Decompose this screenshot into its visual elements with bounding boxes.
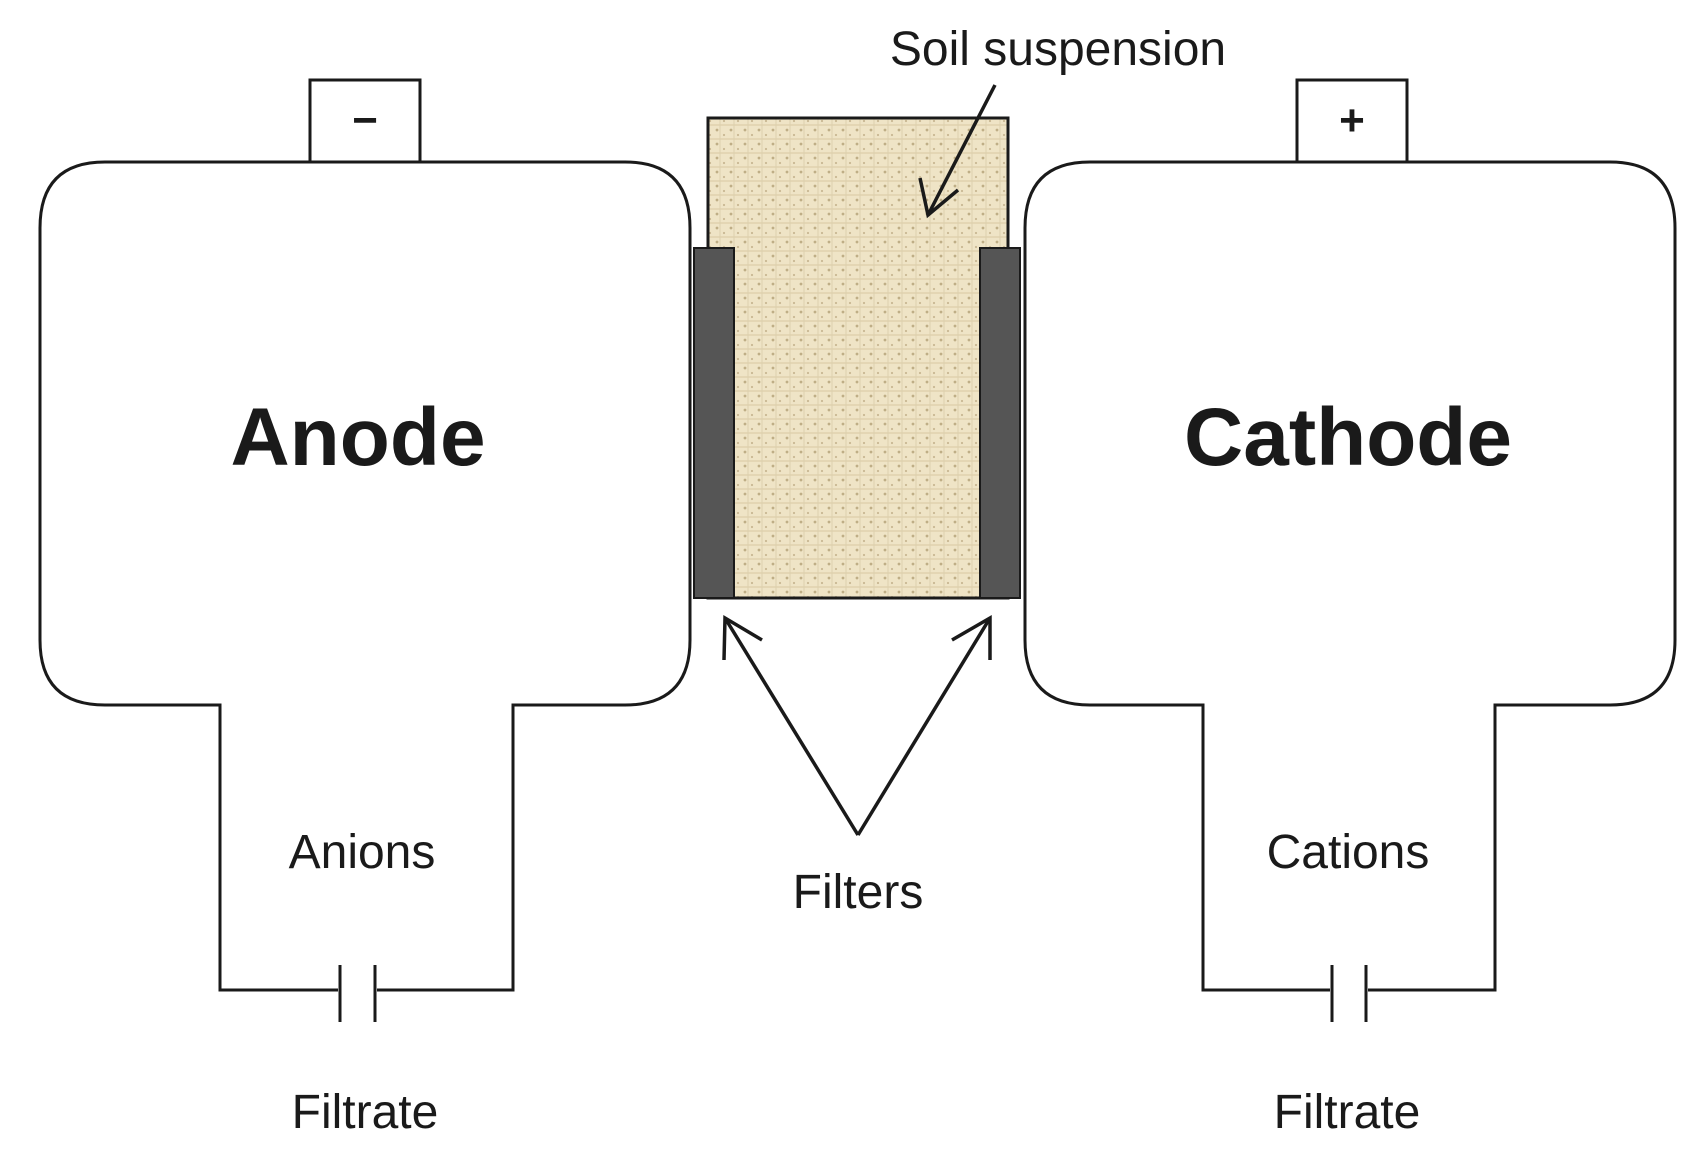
anode-chamber: − Anode Anions Filtrate: [38, 78, 692, 1139]
cations-label: Cations: [1267, 826, 1430, 879]
soil-suspension-label: Soil suspension: [890, 23, 1226, 76]
right-filter: [979, 247, 1021, 599]
cathode-chamber: + Cathode Cations Filtrate: [1023, 78, 1677, 1139]
anode-filtrate-circuit: [218, 705, 515, 1022]
cathode-filtrate-circuit: [1201, 705, 1497, 1022]
cathode-terminal-box: [1295, 78, 1409, 164]
anode-terminal-box: [308, 78, 422, 164]
anode-filtrate-label: Filtrate: [292, 1086, 439, 1139]
soil-suspension-chamber: [706, 116, 1010, 600]
suspension-cell: Soil suspension Filters: [693, 23, 1226, 919]
cathode-terminal-sign: +: [1339, 96, 1365, 145]
anode-label: Anode: [230, 392, 485, 483]
anode-terminal-sign: −: [352, 96, 378, 145]
anions-label: Anions: [289, 826, 436, 879]
left-filter: [693, 247, 735, 599]
cathode-filtrate-label: Filtrate: [1274, 1086, 1421, 1139]
filters-arrows: [722, 614, 992, 836]
cathode-label: Cathode: [1184, 392, 1512, 483]
soil-suspension-arrow: [918, 84, 997, 219]
filters-label: Filters: [793, 866, 924, 919]
